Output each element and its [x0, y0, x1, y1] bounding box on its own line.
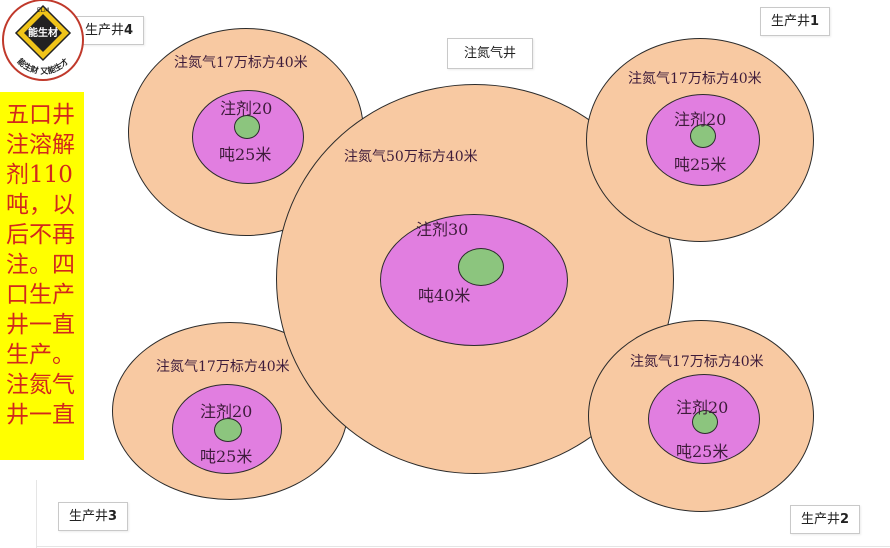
company-logo: ELM 能生材 能生财 又能生才	[2, 0, 84, 81]
injection-well-mid-label-top: 注剂30	[416, 220, 469, 239]
well-1-tag-number: 1	[810, 14, 820, 29]
well-2-mid-label-top: 注剂20	[676, 398, 729, 417]
well-1-tag: 生产井1	[760, 7, 831, 36]
well-3-tag: 生产井3	[58, 502, 129, 531]
well-2-tag-text: 生产井	[801, 512, 841, 527]
injection-well-mid-label-bottom: 吨40米	[418, 286, 471, 305]
well-4-mid-label-bottom: 吨25米	[219, 145, 272, 164]
injection-well-core	[458, 248, 504, 286]
well-2-core	[692, 410, 718, 434]
well-2-tag-number: 2	[840, 512, 850, 527]
well-1-mid-label-bottom: 吨25米	[674, 155, 727, 174]
well-3-mid-label-top: 注剂20	[200, 402, 253, 421]
logo-text-top: ELM	[37, 7, 49, 14]
well-1-core	[690, 124, 716, 148]
annotation-note: 五口井注溶解剂110吨，以后不再注。四口生产井一直生产。注氮气井一直	[0, 92, 84, 460]
well-2-outer-label: 注氮气17万标方40米	[630, 354, 764, 370]
frame-line-left	[36, 480, 37, 548]
well-1-outer-label: 注氮气17万标方40米	[628, 71, 762, 87]
injection-well-tag-text: 注氮气井	[464, 46, 517, 61]
well-4-tag-number: 4	[124, 23, 134, 38]
well-4-tag-text: 生产井	[85, 23, 125, 38]
well-1-tag-text: 生产井	[771, 14, 811, 29]
well-3-outer-label: 注氮气17万标方40米	[156, 359, 290, 375]
well-4-core	[234, 115, 260, 139]
well-3-mid-label-bottom: 吨25米	[200, 447, 253, 466]
well-1-mid-label-top: 注剂20	[674, 110, 727, 129]
well-3-tag-text: 生产井	[69, 509, 109, 524]
well-3-core	[214, 418, 242, 442]
well-4-mid-label-top: 注剂20	[220, 99, 273, 118]
frame-line-bottom	[36, 546, 890, 547]
logo-text-center: 能生材	[28, 26, 58, 39]
well-2-mid-label-bottom: 吨25米	[676, 442, 729, 461]
well-3-tag-number: 3	[108, 509, 118, 524]
logo-inner-diamond-icon	[24, 14, 62, 52]
well-2-tag: 生产井2	[790, 505, 861, 534]
well-4-outer-label: 注氮气17万标方40米	[174, 55, 308, 71]
injection-well-outer-label: 注氮气50万标方40米	[344, 149, 478, 165]
well-1-mid-zone	[646, 94, 760, 186]
well-4-tag: 生产井4	[74, 16, 145, 45]
injection-well-tag: 注氮气井	[447, 38, 534, 69]
